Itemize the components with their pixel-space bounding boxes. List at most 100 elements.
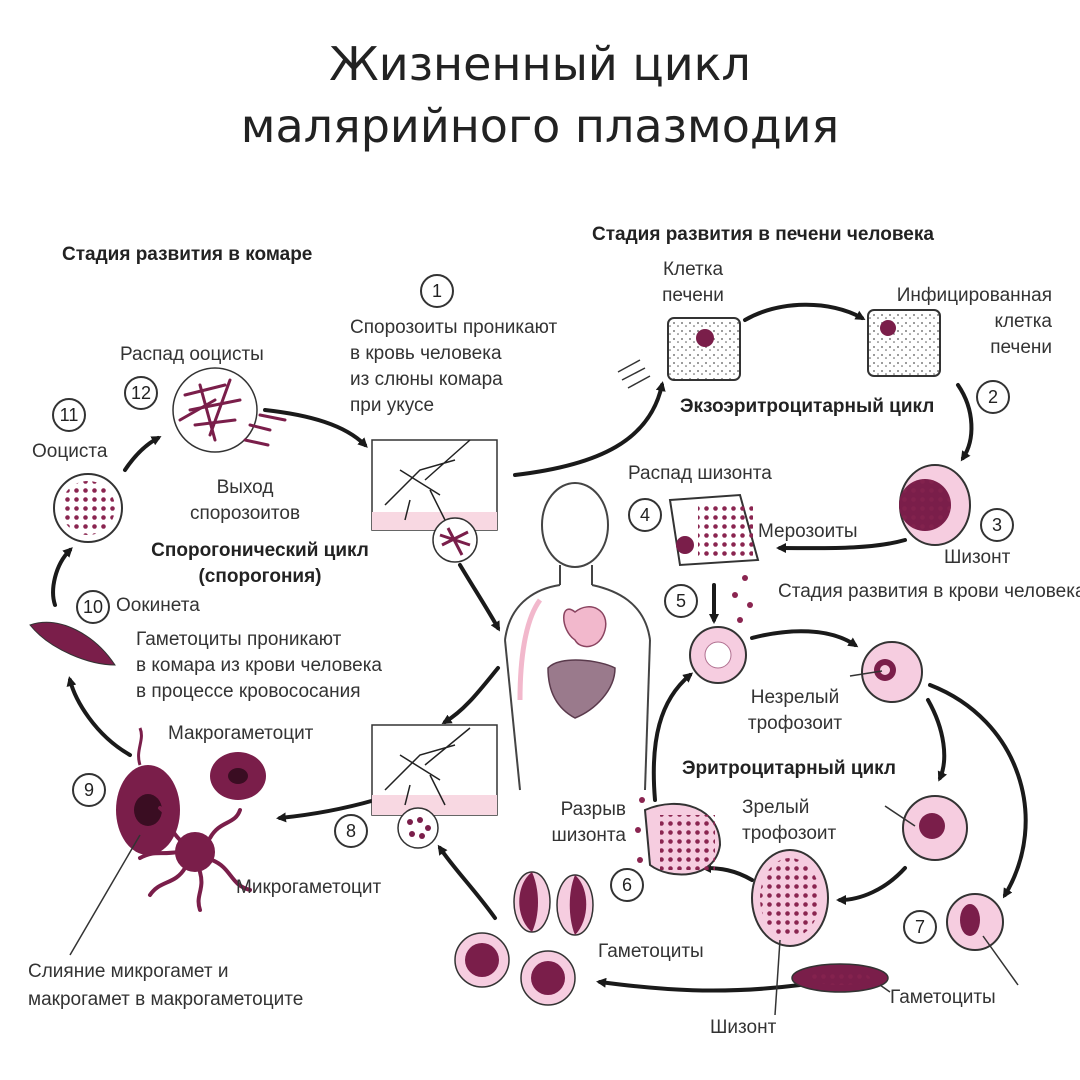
label-rupture-2: шизонта xyxy=(551,825,626,846)
arrow-8-to-gametes xyxy=(276,798,377,823)
arrow-sporozoites-to-human xyxy=(458,563,500,632)
section-liver-stage: Стадия развития в печени человека xyxy=(592,224,934,245)
step-number-12: 12 xyxy=(124,376,158,410)
label-oocyst-breakdown: Распад ооцисты xyxy=(120,344,264,365)
microgametocyte-cell xyxy=(138,806,252,912)
label-liver-cell-2: печени xyxy=(662,285,724,306)
step-number-11: 11 xyxy=(52,398,86,432)
label-rupture-1: Разрыв xyxy=(560,799,626,820)
section-exoerythrocytic: Экзоэритроцитарный цикл xyxy=(680,396,935,417)
label-gametocytes-enter-2: в комара из крови человека xyxy=(136,655,382,676)
step-number-2: 2 xyxy=(976,380,1010,414)
mosquito-bottom xyxy=(371,724,498,816)
arrow-gam-right-to-left xyxy=(596,977,802,993)
step-number-1: 1 xyxy=(420,274,454,308)
arrow-oocyst-to-breakdown xyxy=(123,436,162,472)
label-macrogametocyte: Макрогаметоцит xyxy=(168,723,314,744)
human-head xyxy=(541,482,609,568)
arrow-bite-to-liver xyxy=(513,381,666,477)
step-number-9: 9 xyxy=(72,773,106,807)
label-sporozoites-4: при укусе xyxy=(350,395,435,416)
human-organs xyxy=(517,598,616,719)
label-gametocytes-right: Гаметоциты xyxy=(890,987,996,1008)
schizont-rupture xyxy=(635,797,722,876)
label-fusion-1: Слияние микрогамет и xyxy=(28,961,229,982)
blood-stage-text: Стадия развития в крови человека xyxy=(778,581,1080,602)
aorta xyxy=(517,598,543,701)
title-line-1: Жизненный цикл xyxy=(329,37,751,91)
label-infected-3: печени xyxy=(990,337,1052,358)
section-blood-stage: Стадия развития в крови человека xyxy=(778,580,1080,604)
arrow-immature-to-mature xyxy=(926,698,948,782)
label-mature-1: Зрелый xyxy=(742,797,810,818)
oocyst-breakdown-shape xyxy=(172,367,287,453)
arrow-rupture-to-blood xyxy=(651,672,694,802)
pointer-lines xyxy=(69,670,1019,1016)
step-number-3: 3 xyxy=(980,508,1014,542)
macrogametocyte-free xyxy=(210,752,266,800)
schizont-blood xyxy=(751,849,829,947)
label-schizont-liver: Шизонт xyxy=(944,547,1011,568)
label-sporozoites-2: в кровь человека xyxy=(350,343,502,364)
human-right-arm xyxy=(644,639,651,791)
mosquito-gut-8 xyxy=(397,807,439,849)
arrow-liver-to-infected xyxy=(743,302,866,322)
liver-organ xyxy=(547,659,616,719)
label-immature-1: Незрелый xyxy=(750,687,840,708)
human-left-arm xyxy=(504,639,521,791)
infected-liver-cell xyxy=(867,309,941,377)
immature-trophozoite xyxy=(861,641,923,703)
label-microgametocyte: Микрогаметоцит xyxy=(236,877,382,898)
arrow-blood-to-immature xyxy=(750,629,859,648)
arrow-immature-to-gametocytes xyxy=(928,683,1028,899)
human-shoulders xyxy=(504,584,651,641)
label-exit-2: спорозоитов xyxy=(189,503,301,524)
label-sporozoites-3: из слюны комара xyxy=(350,369,503,390)
label-fusion-2: макрогамет в макрогаметоците xyxy=(28,989,304,1010)
step-number-10: 10 xyxy=(76,590,110,624)
title-line-2: малярийного плазмодия xyxy=(240,99,840,153)
label-ookinete: Оокинета xyxy=(116,595,200,616)
gametocyte-crescent xyxy=(791,963,889,993)
step-number-6: 6 xyxy=(610,868,644,902)
label-gametocytes-enter-3: в процессе кровососания xyxy=(136,681,361,702)
macrogametocyte-cell xyxy=(116,727,180,855)
arrow-infected-to-schizont xyxy=(956,383,974,462)
arrow-ookinete-to-oocyst xyxy=(51,547,73,607)
human-figure xyxy=(504,482,651,791)
human-neck xyxy=(559,565,593,585)
arrow-9-to-ookinete xyxy=(66,676,132,757)
gametocytes-left-group xyxy=(454,871,594,1006)
label-infected-1: Инфицированная xyxy=(896,285,1052,306)
liver-cell xyxy=(667,317,741,381)
label-mature-2: трофозоит xyxy=(742,823,837,844)
sporozoite-wisps xyxy=(617,359,651,389)
step-number-5: 5 xyxy=(664,584,698,618)
arrow-schizont-to-merozoites xyxy=(776,538,907,554)
schizont-liver xyxy=(899,464,971,546)
arrow-gametocytes-to-8 xyxy=(437,844,497,920)
label-merozoites: Мерозоиты xyxy=(758,521,858,542)
section-sporogonic-1: Спорогонический цикл xyxy=(151,540,369,561)
step-number-4: 4 xyxy=(628,498,662,532)
label-infected-2: клетка xyxy=(994,311,1052,332)
step-number-8: 8 xyxy=(334,814,368,848)
mosquito-top xyxy=(371,439,498,531)
section-sporogonic-2: (спорогония) xyxy=(198,566,322,587)
cycle-arrows xyxy=(51,302,1028,993)
gametocyte-cell-7 xyxy=(946,893,1004,951)
red-blood-cell-5 xyxy=(689,626,747,684)
arrow-human-to-mosquito xyxy=(441,666,500,725)
oocyst-cell xyxy=(53,473,123,543)
label-exit-1: Выход xyxy=(216,477,274,498)
section-mosquito-stage: Стадия развития в комаре xyxy=(62,244,313,265)
section-erythrocytic: Эритроцитарный цикл xyxy=(682,758,896,779)
heart-organ xyxy=(563,606,607,648)
sporozoites-circle xyxy=(432,517,478,563)
arrow-mature-to-schizont xyxy=(836,866,907,905)
step-number-7: 7 xyxy=(903,910,937,944)
label-liver-cell-1: Клетка xyxy=(662,259,724,280)
label-schizont-breakdown: Распад шизонта xyxy=(628,463,772,484)
label-oocyst: Ооциста xyxy=(32,441,108,462)
